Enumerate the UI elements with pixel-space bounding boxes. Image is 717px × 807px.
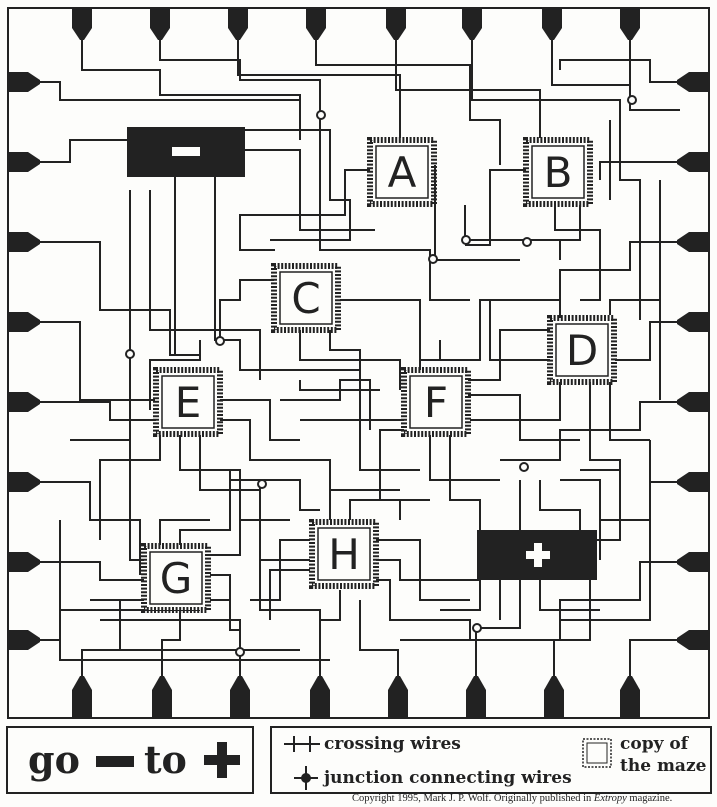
pin: [230, 676, 250, 718]
copyright-magazine: Extropy: [594, 793, 627, 804]
pin: [677, 392, 709, 412]
pin: [386, 8, 406, 40]
copyright-prefix: Copyright 1995, Mark J. P. Wolf. Origina…: [352, 793, 594, 804]
junction-dot: [317, 111, 325, 119]
copy-label-line2: the maze: [620, 756, 706, 776]
pin: [72, 676, 92, 718]
pin: [466, 676, 486, 718]
left-pins: [8, 72, 40, 650]
pin: [152, 676, 172, 718]
pin: [677, 630, 709, 650]
junction-dot: [628, 96, 636, 104]
goal-to-text: to: [144, 740, 187, 780]
chip-b-label: B: [544, 148, 573, 197]
pin: [8, 232, 40, 252]
key-legend: crossing wires junction connecting wires…: [270, 726, 712, 794]
pin: [677, 152, 709, 172]
pin: [8, 552, 40, 572]
junction-label: junction connecting wires: [324, 768, 572, 788]
chip-copy-icon: [582, 738, 612, 768]
chip-h[interactable]: H: [312, 522, 376, 586]
minus-terminal[interactable]: −: [127, 127, 245, 177]
pin: [306, 8, 326, 40]
chip-d-label: D: [566, 326, 598, 375]
pin: [620, 676, 640, 718]
junction-dot: [520, 463, 528, 471]
junction-dot: [429, 255, 437, 263]
junction-dot: [462, 236, 470, 244]
pin: [8, 72, 40, 92]
pin: [310, 676, 330, 718]
pin: [8, 312, 40, 332]
pin: [8, 472, 40, 492]
pin: [72, 8, 92, 40]
pin: [462, 8, 482, 40]
pin: [677, 472, 709, 492]
chip-a[interactable]: A: [370, 140, 434, 204]
pin: [8, 152, 40, 172]
goal-go-text: go: [28, 740, 80, 780]
crossing-wires-label: crossing wires: [324, 734, 461, 754]
chip-b[interactable]: B: [526, 140, 590, 204]
chip-f[interactable]: F: [404, 370, 468, 434]
crossing-wires-icon: [284, 734, 320, 754]
junction-dot: [126, 350, 134, 358]
chip-h-label: H: [328, 530, 360, 579]
pin: [677, 72, 709, 92]
pin: [8, 630, 40, 650]
copy-label-line1: copy of: [620, 734, 688, 754]
junction-dot: [523, 238, 531, 246]
right-pins: [677, 72, 709, 650]
pin: [150, 8, 170, 40]
pin: [228, 8, 248, 40]
chip-g[interactable]: G: [144, 546, 208, 610]
junction-dot: [236, 648, 244, 656]
bottom-pins: [72, 676, 640, 718]
pin: [677, 552, 709, 572]
copyright-notice: Copyright 1995, Mark J. P. Wolf. Origina…: [352, 792, 672, 806]
pin: [542, 8, 562, 40]
junction-icon: [294, 766, 318, 790]
chip-d[interactable]: D: [550, 318, 614, 382]
chip-c[interactable]: C: [274, 266, 338, 330]
pin: [620, 8, 640, 40]
pin: [388, 676, 408, 718]
pin: [677, 232, 709, 252]
plus-symbol: [204, 742, 240, 778]
chip-c-label: C: [291, 274, 320, 323]
copyright-suffix: magazine.: [627, 793, 672, 804]
junction-dot: [258, 480, 266, 488]
junction-dot: [216, 337, 224, 345]
chip-a-label: A: [388, 148, 417, 197]
junction-dot: [473, 624, 481, 632]
minus-symbol: [96, 756, 134, 767]
goal-legend: go to: [6, 726, 254, 794]
pin: [544, 676, 564, 718]
top-pins: [72, 8, 640, 40]
pin: [8, 392, 40, 412]
chip-g-label: G: [160, 554, 193, 603]
pin: [677, 312, 709, 332]
chip-e[interactable]: E: [156, 370, 220, 434]
plus-terminal[interactable]: +: [477, 530, 597, 580]
chip-f-label: F: [424, 378, 448, 427]
chip-e-label: E: [175, 378, 202, 427]
